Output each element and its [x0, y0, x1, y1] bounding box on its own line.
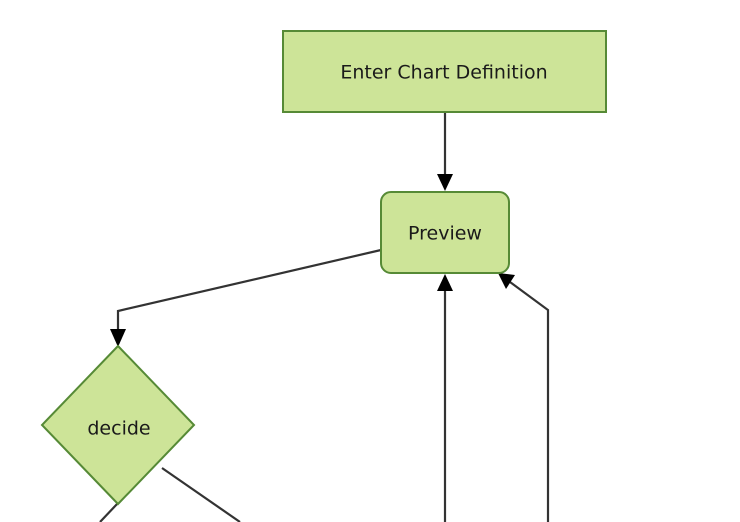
- edge-preview-to-decide-line: [116, 248, 382, 332]
- node-preview-shape[interactable]: [380, 191, 510, 274]
- node-decide-label: decide: [87, 418, 150, 440]
- edge-decide-out-bottom: [99, 502, 119, 522]
- edge-decide-out-bottom-line: [99, 502, 119, 522]
- node-preview-label: Preview: [408, 223, 482, 245]
- edge-up-center-to-preview: [437, 274, 453, 522]
- node-decide-shape[interactable]: [40, 344, 196, 506]
- node-enter-chart-definition-shape[interactable]: [282, 30, 607, 113]
- edge-preview-to-decide-arrowhead: [110, 329, 126, 347]
- node-decide[interactable]: decide: [40, 344, 196, 506]
- node-preview[interactable]: Preview: [380, 191, 510, 274]
- edge-up-right-line: [509, 281, 550, 522]
- edge-preview-to-decide: [110, 248, 382, 347]
- edge-up-right-arrowhead: [498, 273, 515, 289]
- edge-up-center-arrowhead: [437, 274, 453, 291]
- edge-enter-to-preview-arrowhead: [437, 174, 453, 191]
- edge-enter-to-preview: [437, 112, 453, 191]
- node-enter-chart-definition-label: Enter Chart Definition: [340, 62, 547, 84]
- node-enter-chart-definition[interactable]: Enter Chart Definition: [282, 30, 607, 113]
- edge-decide-out-right-line: [161, 467, 241, 522]
- edge-up-right-to-preview: [498, 273, 550, 522]
- edge-decide-out-right: [161, 467, 241, 522]
